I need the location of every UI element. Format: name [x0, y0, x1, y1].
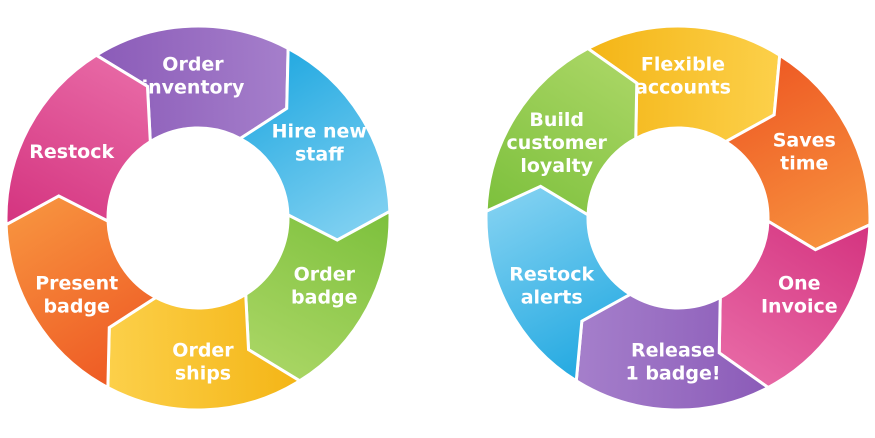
right-cycle-diagram: FlexibleaccountsSavestimeOneInvoiceRelea…	[484, 24, 872, 412]
segment-label: Order	[172, 339, 234, 361]
cycle-segment: Restock	[4, 53, 152, 228]
segment-label: badge	[43, 295, 110, 317]
segment-label: Restock	[509, 264, 594, 286]
segment-label: badge	[291, 287, 358, 309]
segment-label: ships	[175, 362, 231, 384]
segment-label: alerts	[521, 287, 583, 309]
segment-label: staff	[295, 144, 344, 166]
segment-label: Restock	[29, 141, 114, 163]
segment-label: Invoice	[761, 295, 838, 317]
segment-label: accounts	[635, 77, 731, 99]
segment-label: loyalty	[520, 155, 593, 177]
segment-label: Order	[294, 264, 356, 286]
segment-label: Order	[162, 54, 224, 76]
segment-label: Release	[631, 339, 715, 361]
segment-label: Present	[35, 272, 118, 294]
segment-label: inventory	[142, 77, 245, 99]
segment-arrow-shape	[4, 53, 152, 228]
segment-label: One	[778, 272, 821, 294]
segment-label: Flexible	[641, 54, 725, 76]
segment-label: 1 badge!	[625, 362, 720, 384]
segment-label: Hire new	[272, 121, 367, 143]
segment-label: Saves	[773, 129, 836, 151]
segment-arrow-shape	[484, 46, 639, 218]
segment-label: time	[780, 152, 828, 174]
segment-label: Build	[529, 109, 584, 131]
segment-label: customer	[507, 132, 608, 154]
